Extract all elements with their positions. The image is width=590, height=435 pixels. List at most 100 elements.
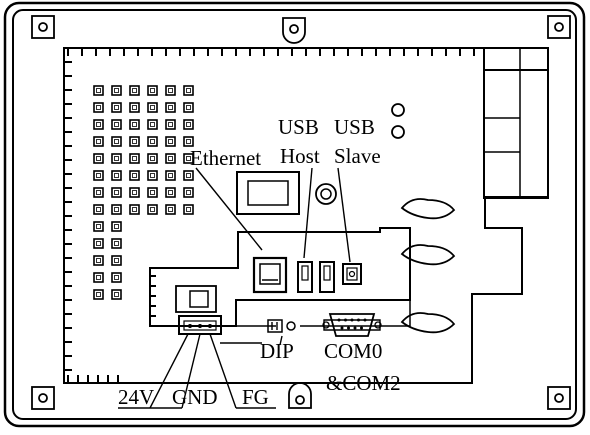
vent-hole: [111, 102, 122, 113]
vent-hole: [111, 85, 122, 96]
leader-dip: [279, 335, 283, 346]
vent-hole: [93, 221, 104, 232]
vent-hole-inner: [114, 292, 119, 297]
ventilation-grid: [93, 85, 194, 300]
screw-bottom-left: [31, 386, 55, 410]
vent-hole-inner: [114, 173, 119, 178]
vent-hole-inner: [186, 173, 191, 178]
vent-hole-inner: [96, 190, 101, 195]
power-24v-label: 24V: [118, 385, 154, 409]
com-db9-connector: [322, 313, 382, 337]
vent-hole-inner: [132, 88, 137, 93]
vent-hole-inner: [96, 241, 101, 246]
vent-hole-inner: [96, 156, 101, 161]
vent-hole: [147, 136, 158, 147]
ethernet-label: Ethernet: [190, 146, 261, 170]
vent-hole: [183, 102, 194, 113]
vent-hole: [165, 204, 176, 215]
vent-hole-inner: [114, 105, 119, 110]
vent-hole-inner: [114, 122, 119, 127]
vent-hole: [147, 170, 158, 181]
vent-hole: [183, 153, 194, 164]
vent-hole-inner: [114, 207, 119, 212]
vent-hole-inner: [132, 156, 137, 161]
vent-hole-inner: [150, 156, 155, 161]
vent-hole: [129, 170, 140, 181]
vent-hole-inner: [150, 190, 155, 195]
db9-pin: [350, 318, 354, 322]
leader-usb-slave: [337, 167, 351, 263]
vent-hole-inner: [168, 173, 173, 178]
leader-fg: [209, 333, 237, 409]
vent-hole: [165, 153, 176, 164]
vent-hole-inner: [132, 190, 137, 195]
vent-hole-inner: [132, 105, 137, 110]
vent-hole-inner: [96, 122, 101, 127]
vent-hole: [111, 238, 122, 249]
vent-hole-inner: [114, 258, 119, 263]
screw-bottom-right: [547, 386, 571, 410]
usb-slave-label-line2: Slave: [334, 144, 381, 168]
vent-hole-inner: [150, 207, 155, 212]
vent-hole-inner: [168, 122, 173, 127]
vent-hole-inner: [150, 105, 155, 110]
vent-hole: [129, 153, 140, 164]
vent-hole-inner: [150, 122, 155, 127]
vent-hole-inner: [114, 190, 119, 195]
vent-hole: [147, 85, 158, 96]
vent-hole-inner: [186, 156, 191, 161]
vent-hole: [129, 187, 140, 198]
vent-hole: [111, 255, 122, 266]
vent-hole-inner: [114, 275, 119, 280]
vent-hole: [147, 102, 158, 113]
vent-hole: [93, 272, 104, 283]
vent-hole: [111, 187, 122, 198]
vent-hole-inner: [96, 88, 101, 93]
oval-cutouts: [400, 198, 456, 334]
vent-hole-inner: [168, 105, 173, 110]
vent-hole-inner: [96, 139, 101, 144]
vent-hole-inner: [132, 207, 137, 212]
vent-hole: [93, 238, 104, 249]
vent-hole: [93, 255, 104, 266]
vent-hole-inner: [96, 207, 101, 212]
vent-hole-inner: [150, 88, 155, 93]
dip-switch: [267, 319, 296, 333]
vent-hole-inner: [96, 258, 101, 263]
mount-slot-bottom-center: [288, 382, 312, 409]
usb-host-label-line2: Host: [280, 144, 320, 168]
vent-hole: [165, 187, 176, 198]
vent-hole-inner: [114, 139, 119, 144]
dip-label: DIP: [260, 339, 294, 363]
vent-hole-inner: [150, 173, 155, 178]
vent-hole-inner: [168, 139, 173, 144]
com-label-line1: COM0: [324, 339, 382, 363]
vent-hole: [147, 119, 158, 130]
vent-hole: [111, 204, 122, 215]
vent-hole-inner: [168, 207, 173, 212]
usb-host-port-1: [297, 261, 313, 293]
vent-hole: [129, 119, 140, 130]
leader-usb-host: [303, 167, 313, 259]
vent-hole-inner: [96, 275, 101, 280]
inner-plate-outline: [63, 47, 549, 384]
vent-hole: [111, 272, 122, 283]
side-bracket: [483, 47, 549, 199]
mount-slot-top-center: [282, 17, 306, 44]
com-label-line2: &COM2: [326, 371, 401, 395]
vent-hole: [165, 85, 176, 96]
vent-hole-inner: [96, 224, 101, 229]
vent-hole: [147, 204, 158, 215]
vent-hole: [111, 153, 122, 164]
vent-hole-inner: [186, 105, 191, 110]
usb-slave-port: [342, 263, 362, 285]
recess-lower-edge: [235, 300, 411, 327]
vent-hole-inner: [186, 122, 191, 127]
db9-pin: [344, 318, 347, 322]
usb-slave-label-line1: USB: [334, 115, 375, 139]
db9-pin: [357, 318, 360, 322]
vent-hole-inner: [150, 139, 155, 144]
db9-pin: [353, 326, 357, 330]
vent-hole: [165, 136, 176, 147]
vent-hole-inner: [132, 122, 137, 127]
